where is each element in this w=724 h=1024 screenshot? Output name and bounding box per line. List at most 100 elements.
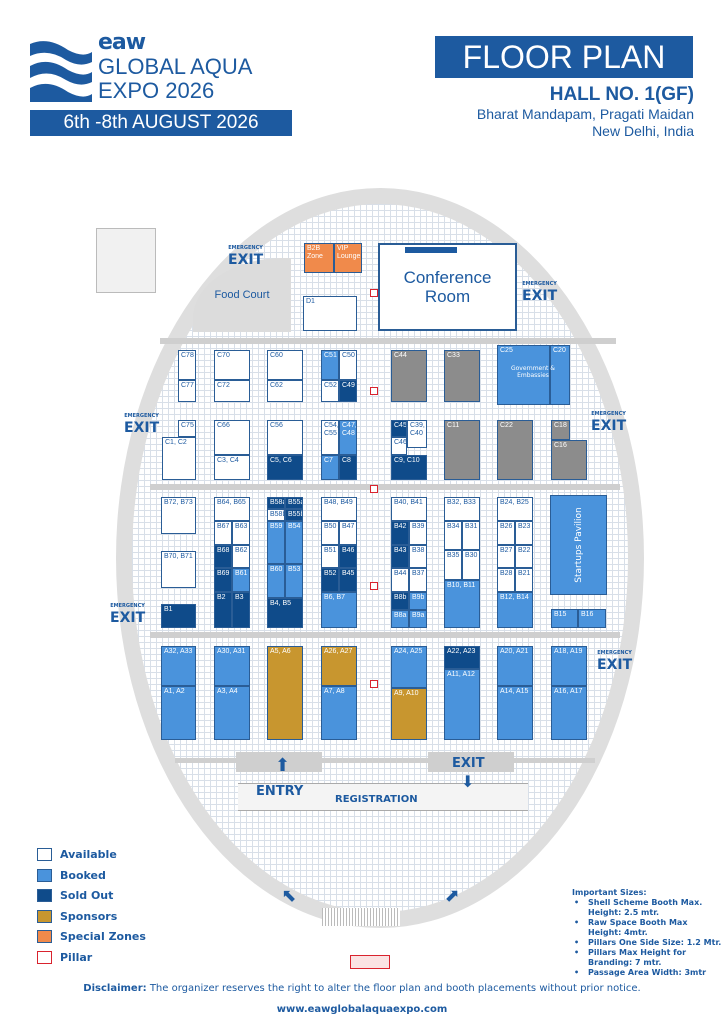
- booth-b62[interactable]: B62: [232, 545, 250, 568]
- booth-b52[interactable]: B52: [321, 568, 339, 592]
- booth-b2[interactable]: B2: [214, 592, 232, 628]
- booth-b58b[interactable]: B58b: [267, 509, 285, 521]
- booth-b21[interactable]: B21: [515, 568, 533, 592]
- booth-b1[interactable]: B1: [161, 604, 196, 628]
- booth-c52[interactable]: C52: [321, 380, 339, 402]
- booth-b63[interactable]: B63: [232, 521, 250, 545]
- booth-b43[interactable]: B43: [391, 545, 409, 568]
- booth-c18[interactable]: C18: [551, 420, 570, 440]
- booth-b67[interactable]: B67: [214, 521, 232, 545]
- booth-b50[interactable]: B50: [321, 521, 339, 545]
- booth-b12-b14[interactable]: B12, B14: [497, 592, 533, 628]
- booth-b70-b71[interactable]: B70, B71: [161, 551, 196, 588]
- booth-b6-b7[interactable]: B6, B7: [321, 592, 357, 628]
- booth-b34[interactable]: B34: [444, 521, 462, 550]
- booth-b64-b65[interactable]: B64, B65: [214, 497, 250, 521]
- booth-a7-a8[interactable]: A7, A8: [321, 686, 357, 740]
- booth-c77[interactable]: C77: [178, 380, 196, 402]
- booth-c39-c40[interactable]: C39, C40: [407, 420, 427, 448]
- booth-b4-b5[interactable]: B4, B5: [267, 598, 303, 628]
- booth-b24-b25[interactable]: B24, B25: [497, 497, 533, 521]
- booth-c50[interactable]: C50: [339, 350, 357, 380]
- booth-a3-a4[interactable]: A3, A4: [214, 686, 250, 740]
- booth-b35[interactable]: B35: [444, 550, 462, 580]
- booth-b51[interactable]: B51: [321, 545, 339, 568]
- website-link[interactable]: www.eawglobalaquaexpo.com: [276, 1004, 448, 1015]
- booth-c3-c4[interactable]: C3, C4: [214, 455, 250, 480]
- booth-b38[interactable]: B38: [409, 545, 427, 568]
- booth-b47[interactable]: B47: [339, 521, 357, 545]
- booth-a24-a25[interactable]: A24, A25: [391, 646, 427, 688]
- booth-c25[interactable]: C25: [497, 345, 550, 405]
- booth-c46[interactable]: C46: [391, 437, 407, 455]
- booth-b68[interactable]: B68: [214, 545, 232, 568]
- booth-b16[interactable]: B16: [578, 609, 606, 628]
- booth-c47-c48[interactable]: C47, C48: [339, 420, 357, 455]
- booth-b37[interactable]: B37: [409, 568, 427, 592]
- booth-a14-a15[interactable]: A14, A15: [497, 686, 533, 740]
- booth-vip-lounge[interactable]: VIP Lounge: [334, 243, 362, 273]
- booth-b9b[interactable]: B9b: [409, 592, 427, 610]
- booth-b9a[interactable]: B9a: [409, 610, 427, 628]
- booth-a26-a27[interactable]: A26, A27: [321, 646, 357, 686]
- booth-b44[interactable]: B44: [391, 568, 409, 592]
- booth-c44[interactable]: C44: [391, 350, 427, 402]
- booth-b26[interactable]: B26: [497, 521, 515, 545]
- booth-a16-a17[interactable]: A16, A17: [551, 686, 587, 740]
- booth-b30[interactable]: B30: [462, 550, 480, 580]
- booth-c75[interactable]: C75: [178, 420, 196, 437]
- booth-b40-b41[interactable]: B40, B41: [391, 497, 427, 521]
- booth-c22[interactable]: C22: [497, 420, 533, 480]
- booth-b8a[interactable]: B8a: [391, 610, 409, 628]
- booth-b3[interactable]: B3: [232, 592, 250, 628]
- booth-c56[interactable]: C56: [267, 420, 303, 455]
- booth-a9-a10[interactable]: A9, A10: [391, 688, 427, 740]
- booth-b23[interactable]: B23: [515, 521, 533, 545]
- booth-d1[interactable]: D1: [303, 296, 357, 331]
- booth-b69[interactable]: B69: [214, 568, 232, 592]
- booth-c20[interactable]: C20: [550, 345, 570, 405]
- booth-b32-b33[interactable]: B32, B33: [444, 497, 480, 521]
- booth-c60[interactable]: C60: [267, 350, 303, 380]
- booth-c33[interactable]: C33: [444, 350, 480, 402]
- booth-b10-b11[interactable]: B10, B11: [444, 580, 480, 628]
- booth-c11[interactable]: C11: [444, 420, 480, 480]
- booth-b2b-zone[interactable]: B2B Zone: [304, 243, 334, 273]
- booth-c66[interactable]: C66: [214, 420, 250, 455]
- booth-b55a[interactable]: B55a: [285, 497, 303, 509]
- booth-c51[interactable]: C51: [321, 350, 339, 380]
- booth-b15[interactable]: B15: [551, 609, 578, 628]
- booth-a5-a6[interactable]: A5, A6: [267, 646, 303, 740]
- booth-c16[interactable]: C16: [551, 440, 587, 480]
- booth-c9-c10[interactable]: C9, C10: [391, 455, 427, 480]
- booth-b27[interactable]: B27: [497, 545, 515, 568]
- booth-b54[interactable]: B54: [285, 521, 303, 564]
- booth-a30-a31[interactable]: A30, A31: [214, 646, 250, 686]
- booth-c5-c6[interactable]: C5, C6: [267, 455, 303, 480]
- booth-b39[interactable]: B39: [409, 521, 427, 545]
- booth-c49[interactable]: C49: [339, 380, 357, 402]
- booth-c72[interactable]: C72: [214, 380, 250, 402]
- booth-b28[interactable]: B28: [497, 568, 515, 592]
- booth-c1-c2[interactable]: C1, C2: [162, 437, 196, 480]
- booth-a1-a2[interactable]: A1, A2: [161, 686, 196, 740]
- booth-c54-c55[interactable]: C54, C55: [321, 420, 339, 455]
- booth-c8[interactable]: C8: [339, 455, 357, 480]
- booth-a20-a21[interactable]: A20, A21: [497, 646, 533, 686]
- booth-b61[interactable]: B61: [232, 568, 250, 592]
- booth-c78[interactable]: C78: [178, 350, 196, 380]
- startups-pavilion[interactable]: Startups Pavilion: [550, 495, 607, 595]
- booth-c70[interactable]: C70: [214, 350, 250, 380]
- booth-b58a[interactable]: B58a: [267, 497, 285, 509]
- booth-b55b[interactable]: B55b: [285, 509, 303, 521]
- booth-b31[interactable]: B31: [462, 521, 480, 550]
- booth-b48-b49[interactable]: B48, B49: [321, 497, 357, 521]
- booth-b72-b73[interactable]: B72, B73: [161, 497, 196, 534]
- booth-b46[interactable]: B46: [339, 545, 357, 568]
- booth-c7[interactable]: C7: [321, 455, 339, 480]
- booth-a11-a12[interactable]: A11, A12: [444, 669, 480, 740]
- booth-b22[interactable]: B22: [515, 545, 533, 568]
- booth-b8b[interactable]: B8b: [391, 592, 409, 610]
- booth-a22-a23[interactable]: A22, A23: [444, 646, 480, 669]
- booth-a18-a19[interactable]: A18, A19: [551, 646, 587, 686]
